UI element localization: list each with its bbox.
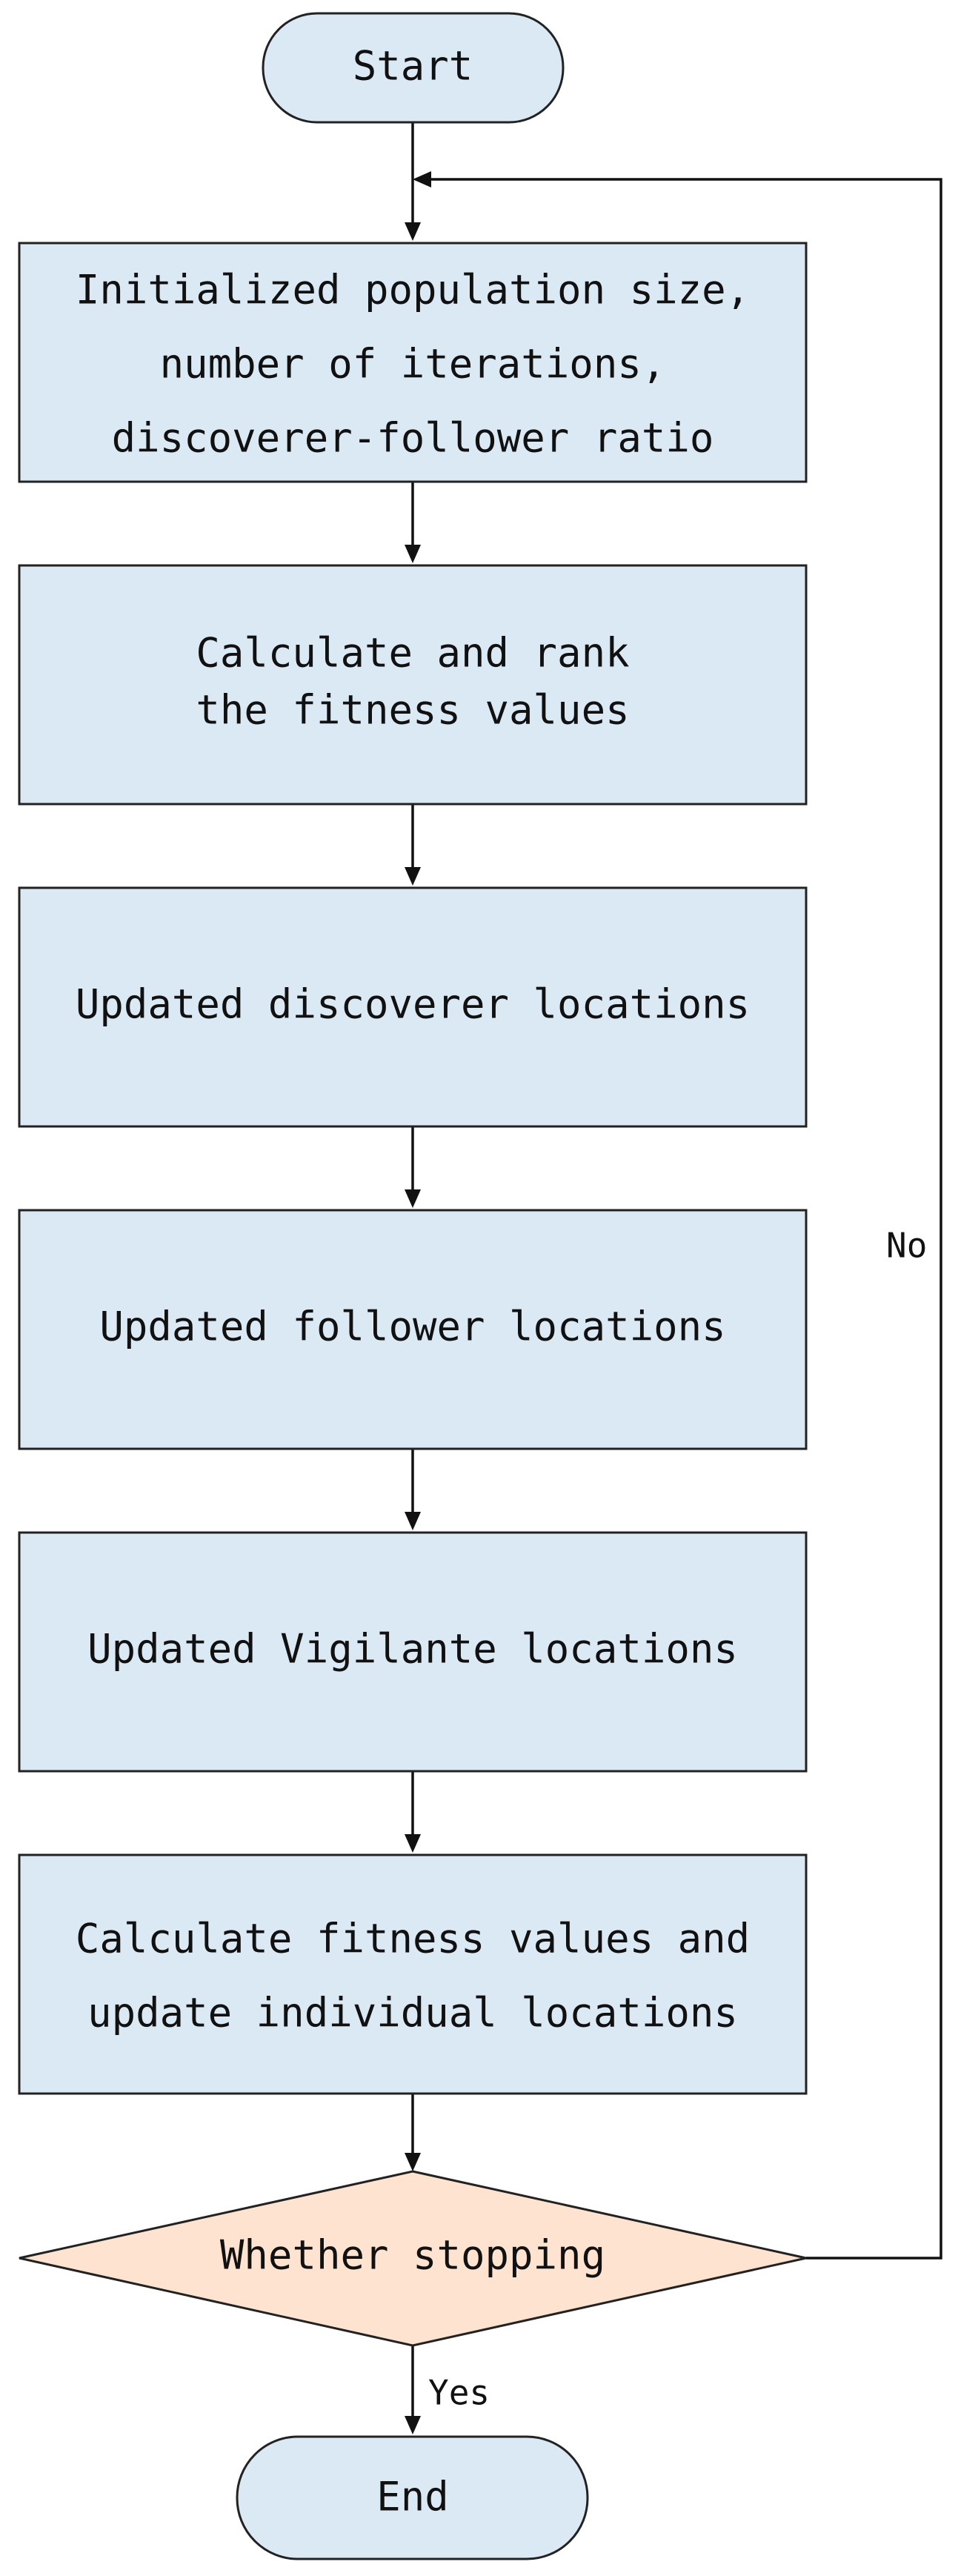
update-vigilante-label: Updated Vigilante locations <box>87 1626 738 1673</box>
node-decision: Whether stopping <box>19 2170 807 2347</box>
update-vigilante-box <box>18 1531 808 1773</box>
update-discoverer-box <box>18 886 808 1128</box>
node-end: End <box>236 2435 589 2560</box>
calc-update-line-2: update individual locations <box>87 1990 738 2036</box>
node-calc-rank: Calculate and rank the fitness values <box>18 564 808 806</box>
arrowhead-init-calc-rank <box>405 545 421 563</box>
decision-label: Whether stopping <box>220 2232 605 2279</box>
arrowhead-calc-rank-discoverer <box>405 867 421 886</box>
arrowhead-discoverer-follower <box>405 1189 421 1208</box>
calc-rank-line-2: the fitness values <box>196 687 629 734</box>
arrowhead-start-init <box>405 222 421 241</box>
end-terminal <box>236 2435 589 2560</box>
node-update-vigilante: Updated Vigilante locations <box>18 1531 808 1773</box>
no-label: No <box>886 1226 927 1266</box>
node-update-follower: Updated follower locations <box>18 1209 808 1450</box>
init-box <box>18 242 808 483</box>
calc-update-line-1: Calculate fitness values and <box>76 1916 750 1962</box>
yes-label: Yes <box>428 2373 490 2413</box>
arrowhead-follower-vigilante <box>405 1512 421 1530</box>
node-update-discoverer: Updated discoverer locations <box>18 886 808 1128</box>
start-label: Start <box>353 43 473 90</box>
end-label: End <box>376 2474 449 2520</box>
calc-rank-line-1: Calculate and rank <box>196 630 629 677</box>
arrowhead-calc-update-decision <box>405 2153 421 2171</box>
connectors <box>405 122 942 2434</box>
arrowhead-vigilante-calc-update <box>405 1834 421 1853</box>
arrowhead-loop-no <box>413 171 431 187</box>
init-line-3: discoverer-follower ratio <box>112 415 714 462</box>
update-follower-label: Updated follower locations <box>99 1304 725 1350</box>
init-line-1: Initialized population size, <box>76 267 750 313</box>
edge-decision-loop-no <box>430 178 942 2260</box>
arrowhead-decision-end <box>405 2416 421 2434</box>
decision-diamond <box>19 2170 807 2347</box>
node-calc-update: Calculate fitness values and update indi… <box>18 1853 808 2095</box>
calc-rank-box <box>18 564 808 806</box>
calc-update-box <box>18 1853 808 2095</box>
update-discoverer-label: Updated discoverer locations <box>76 981 750 1028</box>
start-terminal <box>262 12 565 124</box>
update-follower-box <box>18 1209 808 1450</box>
init-line-2: number of iterations, <box>160 341 666 388</box>
node-start: Start <box>262 12 565 124</box>
node-init: Initialized population size, number of i… <box>18 242 808 483</box>
